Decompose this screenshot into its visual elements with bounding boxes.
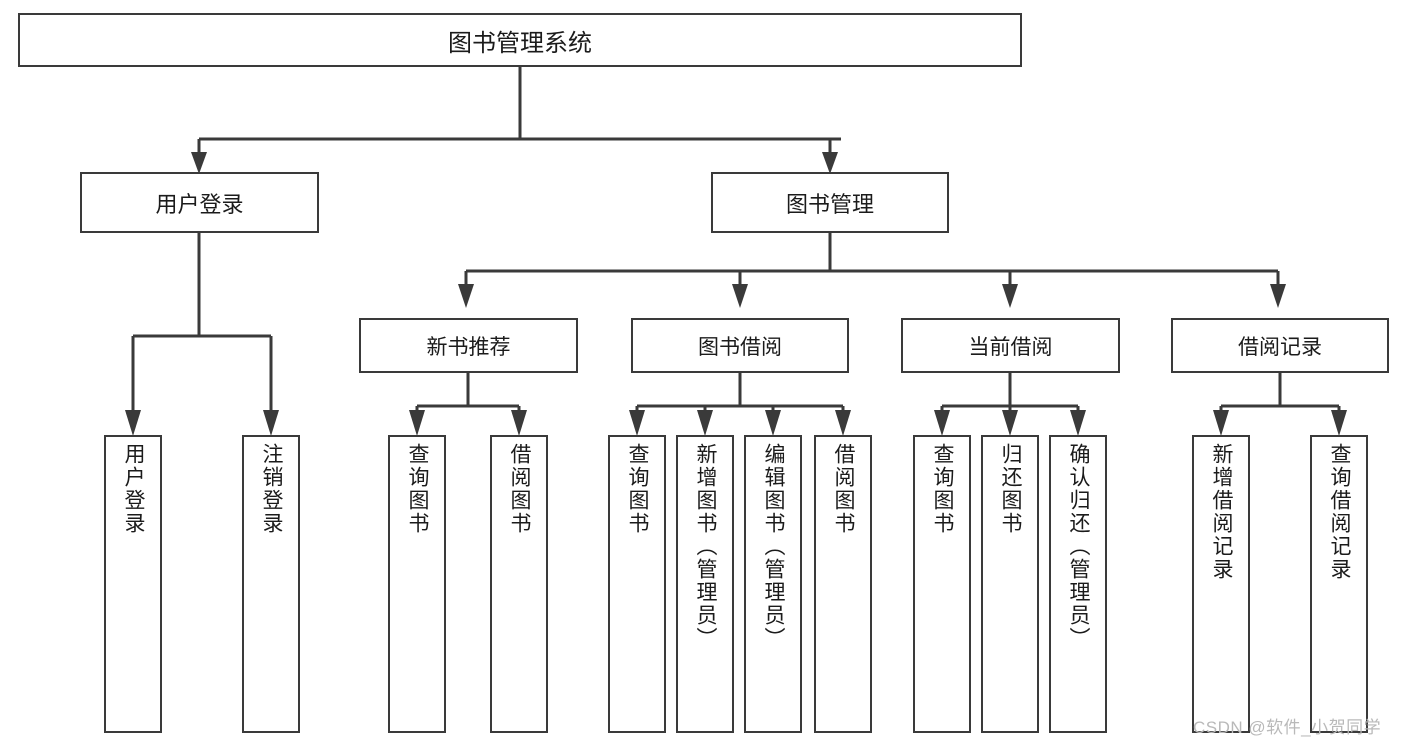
csdn-watermark: CSDN @软件_小贺同学 [1193,718,1382,737]
node-label: 新增图书（管理员） [694,443,718,650]
node-book-management[interactable]: 图书管理 [711,172,949,233]
node-current-borrow[interactable]: 当前借阅 [901,318,1120,373]
node-label: 用户登录 [155,191,244,217]
node-book-borrow[interactable]: 图书借阅 [631,318,849,373]
leaf-current-borrow-confirm-return-admin[interactable]: 确认归还（管理员） [1049,435,1107,733]
node-label: 借阅图书 [832,443,856,535]
node-label: 当前借阅 [968,335,1053,359]
node-borrow-record[interactable]: 借阅记录 [1171,318,1389,373]
leaf-user-login-logout[interactable]: 注销登录 [242,435,300,733]
node-label: 图书管理系统 [448,29,592,57]
node-label: 查询图书 [931,443,955,535]
leaf-new-book-query-book[interactable]: 查询图书 [388,435,446,733]
leaf-new-book-borrow-book[interactable]: 借阅图书 [490,435,548,733]
node-label: 查询图书 [626,443,650,535]
node-label: 确认归还（管理员） [1067,443,1091,650]
leaf-book-borrow-borrow-book[interactable]: 借阅图书 [814,435,872,733]
leaf-book-borrow-edit-book-admin[interactable]: 编辑图书（管理员） [744,435,802,733]
leaf-book-borrow-query-book[interactable]: 查询图书 [608,435,666,733]
node-label: 编辑图书（管理员） [762,443,786,650]
node-label: 注销登录 [260,443,284,535]
node-label: 图书借阅 [698,335,782,359]
node-label: 查询图书 [406,443,430,535]
leaf-current-borrow-return-book[interactable]: 归还图书 [981,435,1039,733]
leaf-user-login-login[interactable]: 用户登录 [104,435,162,733]
node-user-login[interactable]: 用户登录 [80,172,319,233]
node-label: 查询借阅记录 [1328,443,1352,581]
node-label: 用户登录 [122,443,146,535]
node-label: 图书管理 [785,191,874,217]
node-label: 归还图书 [999,443,1023,535]
leaf-borrow-record-add-record[interactable]: 新增借阅记录 [1192,435,1250,733]
node-label: 借阅图书 [508,443,532,535]
leaf-book-borrow-add-book-admin[interactable]: 新增图书（管理员） [676,435,734,733]
leaf-current-borrow-query-book[interactable]: 查询图书 [913,435,971,733]
node-new-book-recommend[interactable]: 新书推荐 [359,318,578,373]
node-label: 新书推荐 [426,335,511,359]
leaf-borrow-record-query-record[interactable]: 查询借阅记录 [1310,435,1368,733]
node-label: 新增借阅记录 [1210,443,1234,581]
node-root-book-management-system[interactable]: 图书管理系统 [18,13,1022,67]
node-label: 借阅记录 [1238,335,1322,359]
